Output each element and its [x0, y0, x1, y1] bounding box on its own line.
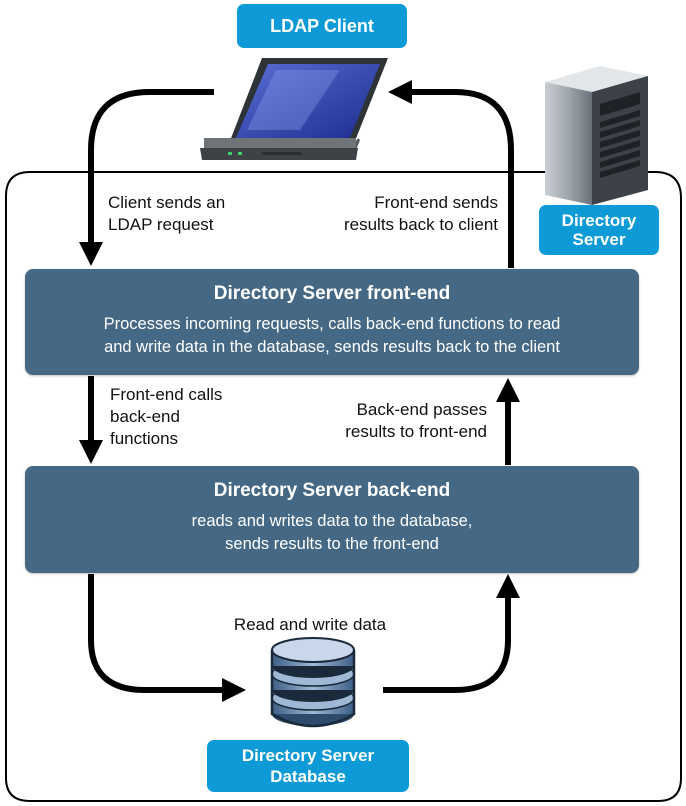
front-sends-label: Front-end sends results back to client [290, 192, 498, 236]
front-calls-line1: Front-end calls [110, 385, 223, 404]
server-tower-icon [545, 66, 648, 205]
database-cylinder-icon [270, 637, 356, 728]
arrowhead-client-to-frontend [79, 242, 103, 266]
arrowhead-backend-to-frontend [496, 378, 520, 402]
arrowhead-backend-to-database [222, 678, 246, 702]
arrowhead-database-to-backend [496, 574, 520, 598]
front-sends-line1: Front-end sends [374, 193, 498, 212]
backend-description-line2: sends results to the front-end [225, 535, 439, 553]
arrowhead-frontend-to-backend [79, 440, 103, 464]
ldap-client-badge: LDAP Client [237, 4, 407, 48]
ldap-client-label: LDAP Client [270, 16, 374, 36]
front-calls-label: Front-end calls back-end functions [110, 384, 270, 450]
frontend-box: Directory Server front-end Processes inc… [25, 269, 639, 375]
frontend-description-line2: and write data in the database, sends re… [104, 338, 560, 356]
laptop-icon [200, 58, 388, 160]
front-calls-line2: back-end [110, 407, 180, 426]
front-calls-line3: functions [110, 429, 179, 448]
client-sends-line2: LDAP request [108, 215, 214, 234]
database-label-line2: Database [270, 767, 346, 786]
client-sends-line1: Client sends an [108, 193, 226, 212]
backend-title: Directory Server back-end [213, 480, 451, 501]
arrowhead-frontend-to-client [388, 80, 412, 104]
arrow-backend-to-database [88, 574, 222, 693]
back-passes-label: Back-end passes results to front-end [290, 399, 487, 443]
front-sends-line2: results back to client [343, 215, 498, 234]
arrow-client-to-frontend [88, 89, 214, 242]
directory-server-label-line1: Directory [561, 211, 637, 230]
back-passes-line1: Back-end passes [356, 400, 487, 419]
frontend-title: Directory Server front-end [213, 283, 451, 304]
database-label-line1: Directory Server [241, 746, 375, 765]
directory-server-label-line2: Server [572, 230, 626, 249]
backend-box: Directory Server back-end reads and writ… [25, 466, 639, 573]
arrow-frontend-to-client [412, 89, 514, 268]
read-write-label: Read and write data [233, 615, 387, 634]
server-boundary-frame [5, 171, 682, 802]
arrow-database-to-backend [383, 598, 511, 693]
client-sends-label: Client sends an LDAP request [108, 192, 278, 236]
directory-server-badge: Directory Server [539, 205, 659, 255]
frontend-description-line1: Processes incoming requests, calls back-… [103, 315, 561, 333]
database-badge: Directory Server Database [207, 740, 409, 792]
back-passes-line2: results to front-end [345, 422, 487, 441]
backend-description-line1: reads and writes data to the database, [191, 512, 473, 530]
